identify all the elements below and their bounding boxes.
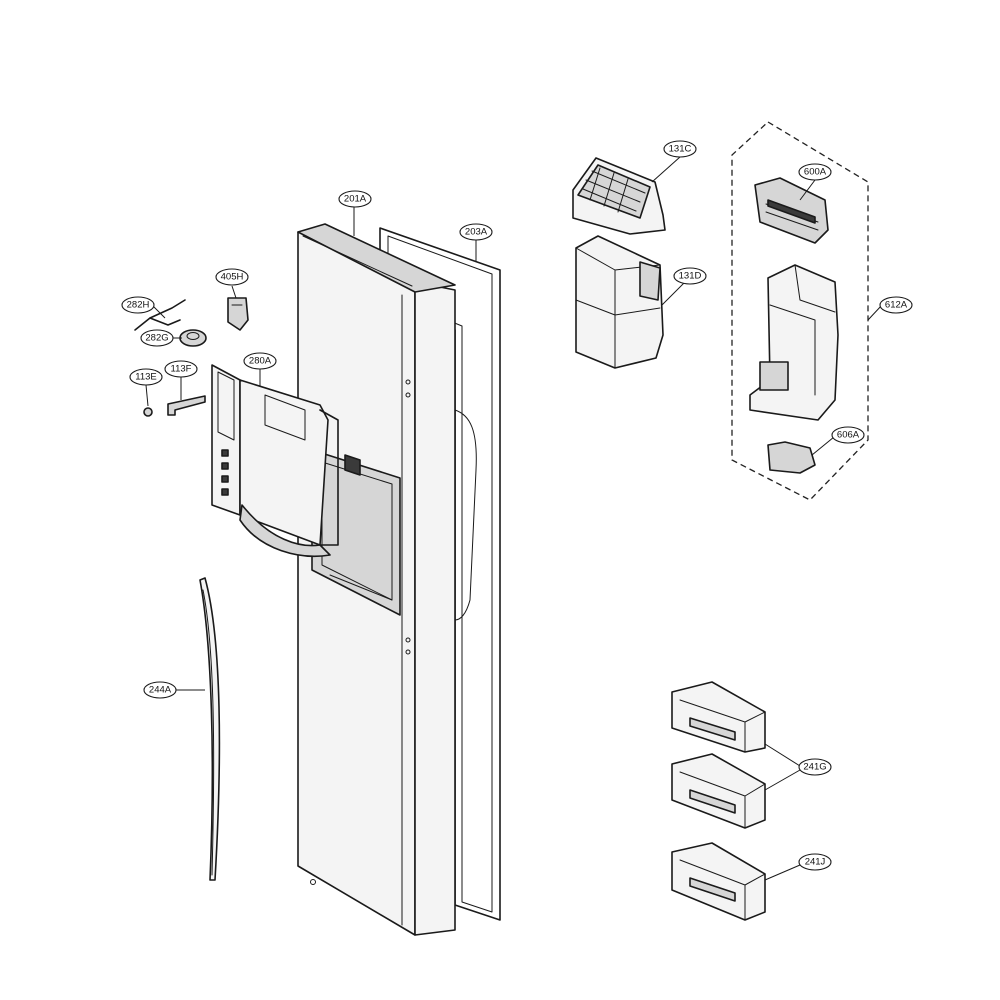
callout-606A: 606A [831, 426, 865, 444]
callout-280A: 280A [243, 352, 277, 370]
callout-label: 282G [145, 333, 168, 344]
dispenser-cover [211, 364, 339, 558]
callout-label: 280A [249, 356, 272, 367]
callout-label: 201A [344, 194, 367, 205]
callout-241J: 241J [798, 853, 832, 871]
door-bin-middle [671, 753, 766, 829]
callout-label: 282H [127, 300, 150, 311]
callout-600A: 600A [798, 163, 832, 181]
callout-label: 131C [669, 144, 692, 155]
micro-switch [227, 297, 249, 331]
callout-282G: 282G [140, 329, 174, 347]
callout-131D: 131D [673, 267, 707, 285]
ice-maker-assembly-boundary [731, 121, 869, 501]
door-bin-lower [671, 842, 766, 921]
callout-113E: 113E [129, 368, 163, 386]
ice-maker [754, 177, 829, 244]
callout-label: 600A [804, 167, 827, 178]
callout-203A: 203A [459, 223, 493, 241]
callout-label: 241G [803, 762, 826, 773]
callout-label: 612A [885, 300, 908, 311]
callout-282H: 282H [121, 296, 155, 314]
callout-label: 113E [135, 372, 156, 383]
actuator-gear [179, 329, 207, 347]
callout-label: 244A [149, 685, 172, 696]
lever-spring [134, 299, 186, 331]
ice-bucket-cover [572, 157, 666, 235]
callout-label: 241J [805, 857, 826, 868]
ice-maker-bracket [749, 264, 839, 421]
callout-label: 203A [465, 227, 488, 238]
leader-lines [145, 156, 883, 881]
callout-label: 405H [221, 272, 244, 283]
callout-label: 606A [837, 430, 860, 441]
callout-241G: 241G [798, 758, 832, 776]
freezer-door-panel [297, 223, 477, 936]
callout-405H: 405H [215, 268, 249, 286]
callout-612A: 612A [879, 296, 913, 314]
screw [143, 407, 153, 417]
callout-201A: 201A [338, 190, 372, 208]
callout-131C: 131C [663, 140, 697, 158]
door-bin-upper [671, 681, 766, 753]
fan-motor [767, 441, 816, 474]
callout-label: 131D [679, 271, 702, 282]
bracket [167, 395, 206, 416]
ice-bucket [575, 235, 664, 369]
door-handle [199, 577, 221, 881]
callout-113F: 113F [164, 360, 198, 378]
callout-244A: 244A [143, 681, 177, 699]
callout-label: 113F [171, 364, 192, 375]
